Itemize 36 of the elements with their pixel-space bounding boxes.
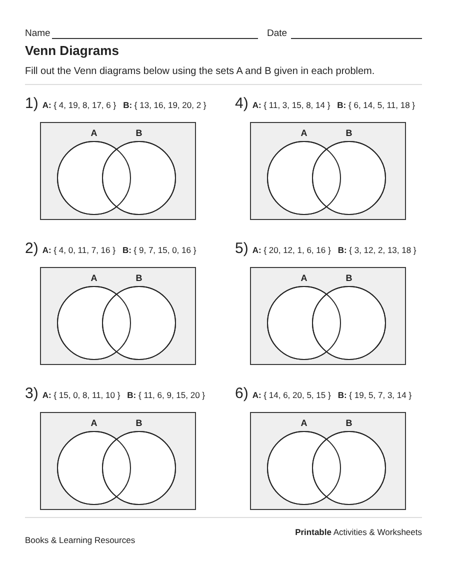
set-label: B [346,418,352,428]
set-list: B: { 9, 7, 15, 0, 16 } [122,246,196,256]
set-list: A: { 4, 19, 8, 17, 6 } [42,101,116,111]
set-list: B: { 13, 16, 19, 20, 2 } [123,101,206,111]
set-list: B: { 11, 6, 9, 15, 20 } [127,391,205,401]
problem-number: 6) [235,386,248,402]
set-label: B [136,418,142,428]
set-label: A [90,273,98,284]
problem-number: 5) [235,241,248,258]
set-label: B [136,273,142,284]
footer-text: Printable Activities & Worksheets [295,528,422,538]
set-label: A [300,128,308,138]
set-list: B: { 3, 12, 2, 13, 18 } [338,246,416,256]
problem-number: 1) [25,96,38,112]
page-title: Venn Diagrams [25,44,119,59]
set-label: A [300,273,308,284]
set-list: B: { 6, 14, 5, 11, 18 } [337,101,415,111]
set-list: A: { 15, 0, 8, 11, 10 } [42,391,120,401]
set-label: B [136,128,142,138]
set-label: A [90,418,98,428]
set-list: B: { 19, 5, 7, 3, 14 } [338,391,412,401]
problem-number: 2) [25,241,38,258]
problem-number: 3) [25,386,38,402]
set-label: A [90,128,98,138]
set-label: A [300,418,308,428]
set-label: B [346,273,352,284]
set-label: B [346,128,352,138]
set-list: A: { 20, 12, 1, 6, 16 } [252,246,331,256]
set-list: A: { 14, 6, 20, 5, 15 } [252,391,331,401]
set-list: A: { 11, 3, 15, 8, 14 } [252,101,330,111]
field-label: Name [25,29,50,40]
field-label: Date [267,29,288,40]
set-list: A: { 4, 0, 11, 7, 16 } [42,246,116,256]
problem-number: 4) [235,96,248,112]
instruction-text: Fill out the Venn diagrams below using the sets A and B given in each problem. [25,66,375,78]
footer-text: Books & Learning Resources [25,536,136,546]
